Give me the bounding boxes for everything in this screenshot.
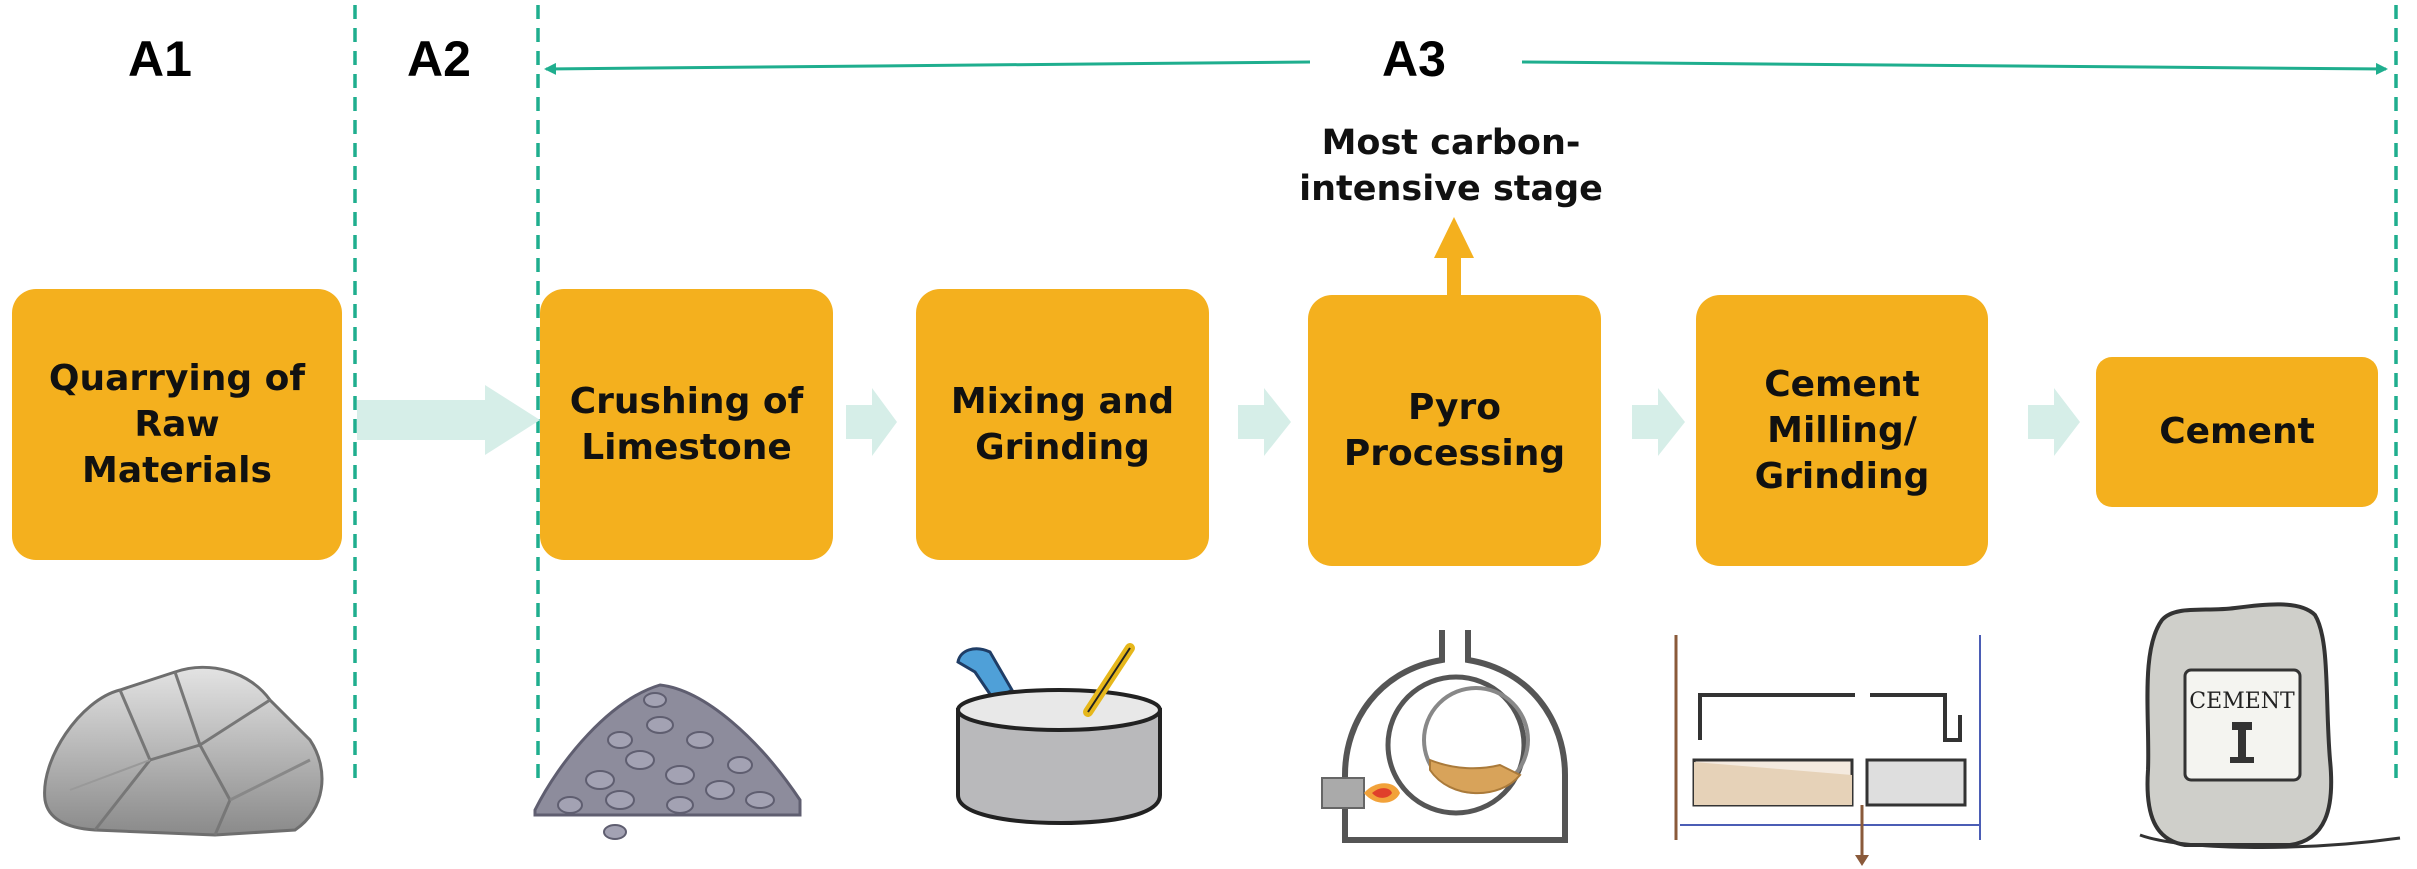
stage-label: Cement	[2159, 411, 2315, 452]
highlight-arrow-head	[1434, 217, 1474, 258]
flow-arrow-3	[1238, 388, 1291, 456]
rock-icon	[43, 665, 324, 837]
a3-span-arrow-left	[544, 60, 1311, 75]
flow-arrow-2	[846, 388, 897, 456]
stage-quarrying-raw-materials: Quarrying of Raw Materials	[12, 289, 342, 560]
stage-cement: Cement	[2096, 357, 2378, 507]
phase-label-a1: A1	[128, 31, 192, 87]
highlight-arrow-shaft	[1447, 250, 1461, 297]
flow-arrow-5	[2028, 388, 2080, 456]
stage-label: Mixing and Grinding	[950, 380, 1175, 468]
stage-cement-milling-grinding: Cement Milling/ Grinding	[1696, 295, 1988, 566]
stage-label: Cement Milling/ Grinding	[1754, 363, 1930, 497]
stage-crushing-limestone: Crushing of Limestone	[540, 289, 833, 560]
stage-pyro-processing: Pyro Processing	[1308, 295, 1601, 566]
flow-arrow-4	[1632, 388, 1685, 456]
stage-label: Pyro Processing	[1343, 386, 1566, 474]
a3-span-arrow-right	[1521, 60, 2388, 75]
cement-bag-icon: CEMENT	[2139, 602, 2401, 849]
cement-mill-icon	[1674, 635, 1981, 866]
stage-label: Crushing of Limestone	[569, 380, 804, 468]
stage-label: Quarrying of Raw Materials	[48, 357, 306, 491]
mixing-pot-icon	[956, 643, 1162, 826]
flow-arrow-1	[357, 385, 540, 455]
stage-mixing-grinding: Mixing and Grinding	[916, 289, 1209, 560]
phase-label-a3: A3	[1382, 31, 1446, 87]
cement-bag-label: CEMENT	[2189, 689, 2295, 714]
carbon-intensive-annotation: Most carbon- intensive stage	[1299, 123, 1603, 209]
kiln-icon	[1321, 630, 1568, 843]
phase-label-a2: A2	[407, 31, 471, 87]
crushed-stone-pile-icon	[533, 683, 802, 840]
